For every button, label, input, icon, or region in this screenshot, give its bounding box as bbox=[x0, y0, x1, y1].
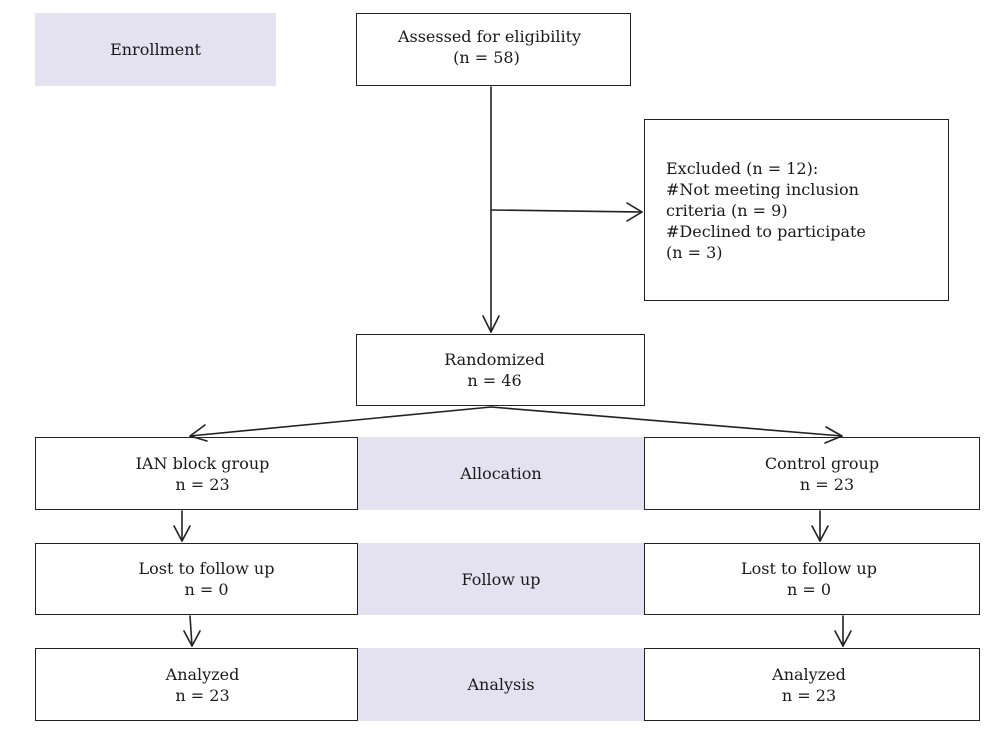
randomized-label: Randomized bbox=[444, 350, 545, 369]
ian-lost-follow-up-label: Lost to follow up bbox=[138, 559, 275, 578]
control-lost-follow-up-box: Lost to follow up n = 0 bbox=[644, 543, 980, 615]
enrollment-stage-label: Enrollment bbox=[35, 13, 276, 86]
ian-follow-up-to-analysis-connector bbox=[189, 615, 193, 647]
control-lost-follow-up-label: Lost to follow up bbox=[741, 559, 877, 578]
ian-analyzed-box: Analyzed n = 23 bbox=[35, 648, 358, 721]
excluded-box: Excluded (n = 12): #Not meeting inclusio… bbox=[644, 119, 949, 301]
ian-follow-up-arrowhead bbox=[173, 525, 191, 542]
control-analysis-arrowhead bbox=[834, 630, 852, 647]
control-follow-up-arrowhead bbox=[811, 525, 829, 542]
to-excluded-connector bbox=[490, 209, 643, 213]
assessed-eligibility-box: Assessed for eligibility (n = 58) bbox=[356, 13, 631, 86]
allocation-stage-text: Allocation bbox=[460, 464, 542, 483]
analysis-stage-text: Analysis bbox=[467, 675, 535, 694]
control-analyzed-count: n = 23 bbox=[781, 685, 837, 705]
control-lost-follow-up-count: n = 0 bbox=[786, 580, 832, 599]
randomized-to-ian-connector bbox=[189, 406, 492, 437]
assessed-count: (n = 58) bbox=[453, 48, 520, 67]
ian-analysis-arrowhead bbox=[183, 630, 201, 647]
assessed-label: Assessed for eligibility bbox=[397, 27, 582, 46]
ian-block-group-count: n = 23 bbox=[175, 474, 230, 494]
control-analyzed-label: Analyzed bbox=[772, 664, 846, 684]
excluded-line-3: criteria (n = 9) bbox=[666, 200, 788, 220]
allocation-stage-label: Allocation bbox=[357, 437, 645, 510]
excluded-arrowhead bbox=[626, 202, 643, 222]
randomized-to-control-connector bbox=[490, 406, 843, 437]
randomized-box: Randomized n = 46 bbox=[356, 334, 645, 406]
control-analyzed-box: Analyzed n = 23 bbox=[644, 648, 980, 721]
ian-block-group-box: IAN block group n = 23 bbox=[35, 437, 358, 510]
excluded-line-4: #Declined to participate bbox=[666, 221, 866, 241]
ian-block-group-label: IAN block group bbox=[135, 453, 270, 473]
control-group-label: Control group bbox=[764, 453, 880, 473]
ian-lost-follow-up-box: Lost to follow up n = 0 bbox=[35, 543, 358, 615]
control-group-box: Control group n = 23 bbox=[644, 437, 980, 510]
ian-lost-follow-up-count: n = 0 bbox=[184, 580, 229, 599]
control-group-count: n = 23 bbox=[799, 474, 855, 494]
excluded-line-1: Excluded (n = 12): bbox=[666, 158, 819, 178]
excluded-line-2: #Not meeting inclusion bbox=[666, 179, 859, 199]
randomized-count: n = 46 bbox=[467, 371, 522, 390]
enrollment-stage-text: Enrollment bbox=[110, 40, 201, 59]
excluded-line-5: (n = 3) bbox=[666, 242, 723, 262]
analysis-stage-label: Analysis bbox=[357, 648, 645, 721]
follow-up-stage-label: Follow up bbox=[357, 543, 645, 615]
randomized-arrowhead bbox=[482, 315, 500, 333]
ian-analyzed-label: Analyzed bbox=[165, 664, 240, 684]
follow-up-stage-text: Follow up bbox=[461, 569, 541, 589]
ian-analyzed-count: n = 23 bbox=[175, 685, 230, 705]
